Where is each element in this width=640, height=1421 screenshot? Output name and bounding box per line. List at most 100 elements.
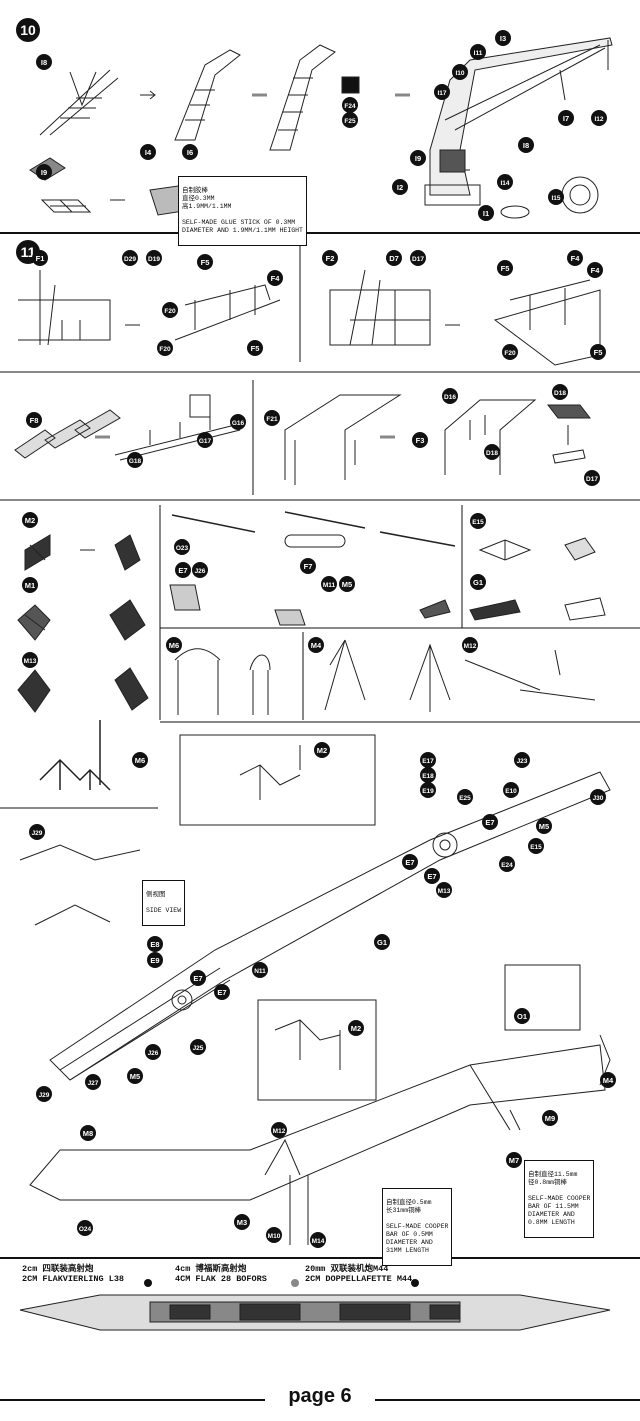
part-callout-label: F20 <box>504 350 516 357</box>
part-callout: M7 <box>506 1152 522 1168</box>
part-callout-label: F8 <box>30 416 39 425</box>
part-callout-label: F3 <box>416 436 425 445</box>
part-callout: F5 <box>247 340 263 356</box>
part-callout-label: I7 <box>563 114 569 123</box>
part-callout: O24 <box>77 1220 93 1236</box>
part-callout: E7 <box>190 970 206 986</box>
part-callout: D16 <box>442 388 458 404</box>
page-number: page 6 <box>288 1385 352 1407</box>
side-view-note: 侧视图 SIDE VIEW <box>142 880 186 926</box>
section-dividers <box>0 232 640 1401</box>
part-callout-label: I9 <box>415 154 421 163</box>
cooper-bar-note-1-en: SELF-MADE COOPER BAR OF 0.5MM DIAMETER A… <box>386 1223 449 1254</box>
part-callout-label: M1 <box>25 581 35 590</box>
part-callout-label: I15 <box>551 195 560 202</box>
part-callout-label: M7 <box>509 1156 519 1165</box>
part-callout: F20 <box>157 340 173 356</box>
part-callout: F21 <box>264 410 280 426</box>
part-callout-label: J29 <box>39 1092 50 1099</box>
part-callout-label: J23 <box>517 758 528 765</box>
legend-flakvierling: 2cm 四联装高射炮 2CM FLAKVIERLING L38 <box>22 1264 124 1284</box>
legend-flakvierling-en: 2CM FLAKVIERLING L38 <box>22 1274 125 1284</box>
part-callout-label: E7 <box>193 974 202 983</box>
part-callout: I10 <box>452 64 468 80</box>
part-callout-label: I10 <box>455 70 464 77</box>
part-callout-label: F4 <box>591 266 601 275</box>
part-callout-label: F5 <box>594 348 603 357</box>
cooper-bar-note-1: 自制直径0.5mm 长31mm铜棒 SELF-MADE COOPER BAR O… <box>382 1188 453 1266</box>
step-11-label: 11 <box>21 244 36 260</box>
part-callout-label: O1 <box>517 1012 527 1021</box>
legend-flakvierling-cn: 2cm 四联装高射炮 <box>22 1264 94 1274</box>
part-callout: I9 <box>410 150 426 166</box>
part-callout: E7 <box>175 562 191 578</box>
part-callout: I4 <box>140 144 156 160</box>
part-callout: E17 <box>420 752 436 768</box>
side-view-note-en: SIDE VIEW <box>146 907 182 914</box>
part-callout: F5 <box>497 260 513 276</box>
part-callout: J23 <box>514 752 530 768</box>
part-callout-label: E9 <box>150 956 159 965</box>
hull-drawing <box>19 734 611 1331</box>
part-callout-label: I11 <box>474 50 483 57</box>
part-callout: N11 <box>252 962 268 978</box>
part-callout: J30 <box>590 789 606 805</box>
part-callout-label: I8 <box>523 141 529 150</box>
part-callout: J29 <box>29 824 45 840</box>
part-callout-label: I8 <box>41 58 47 67</box>
part-callout-label: F21 <box>266 416 278 423</box>
part-callout-label: I2 <box>397 183 403 192</box>
legend-bofors-en: 4CM FLAK 28 BOFORS <box>175 1274 267 1284</box>
part-callout-label: O23 <box>176 545 189 552</box>
part-callout: M2 <box>314 742 330 758</box>
part-callout: D18 <box>552 384 568 400</box>
part-callout-label: E25 <box>459 795 471 802</box>
legend-bofors-cn: 4cm 博福斯高射炮 <box>175 1264 247 1274</box>
part-callout: E7 <box>214 984 230 1000</box>
part-callout: I3 <box>495 30 511 46</box>
part-callout-label: E18 <box>422 773 434 780</box>
part-callout-label: N11 <box>254 968 266 975</box>
part-callout: M13 <box>22 652 38 668</box>
part-callout: J25 <box>190 1039 206 1055</box>
cooper-bar-note-2-en: SELF-MADE COOPER BAR OF 11.5MM DIAMETER … <box>528 1195 591 1226</box>
part-callout-label: F2 <box>326 254 335 263</box>
glue-stick-note-cn: 自制胶棒 直径0.3MM 高1.9MM/1.1MM <box>182 187 232 210</box>
part-callout-label: M3 <box>237 1218 247 1227</box>
part-callout-label: E10 <box>505 788 517 795</box>
part-callout: F5 <box>590 344 606 360</box>
step-badges: 10 11 <box>16 18 40 264</box>
part-callout-label: E7 <box>485 818 494 827</box>
part-callout-label: E7 <box>405 858 414 867</box>
part-callout-label: D29 <box>124 256 136 263</box>
part-callout-label: M6 <box>135 756 145 765</box>
part-callout-label: D7 <box>389 254 399 263</box>
legend-dot <box>291 1279 299 1287</box>
part-callout-label: G1 <box>377 938 387 947</box>
part-callout-label: M5 <box>539 822 549 831</box>
part-callout-label: J26 <box>148 1050 159 1057</box>
part-callout: I11 <box>470 44 486 60</box>
part-callout-label: J25 <box>193 1045 204 1052</box>
part-callout: J29 <box>36 1086 52 1102</box>
part-callout: G17 <box>197 432 213 448</box>
legend-doppellafette-en: 2CM DOPPELLAFETTE M44 <box>305 1274 413 1284</box>
part-callout-label: M12 <box>273 1128 286 1135</box>
part-callout-label: M8 <box>83 1129 93 1138</box>
part-callout: M13 <box>436 882 452 898</box>
part-callout-label: D16 <box>444 394 456 401</box>
part-callout: M12 <box>462 637 478 653</box>
part-callout-label: E7 <box>217 988 226 997</box>
part-callout-label: E15 <box>530 844 542 851</box>
part-callout: E25 <box>457 789 473 805</box>
part-callout: M4 <box>308 637 324 653</box>
part-callout: I1 <box>478 205 494 221</box>
part-callout: I9 <box>36 164 52 180</box>
part-callout: E19 <box>420 782 436 798</box>
part-callout: M5 <box>127 1068 143 1084</box>
part-callout-label: M13 <box>438 888 451 895</box>
part-callout-label: J27 <box>88 1080 99 1087</box>
part-callout-label: I9 <box>41 168 47 177</box>
part-callout: I17 <box>434 84 450 100</box>
